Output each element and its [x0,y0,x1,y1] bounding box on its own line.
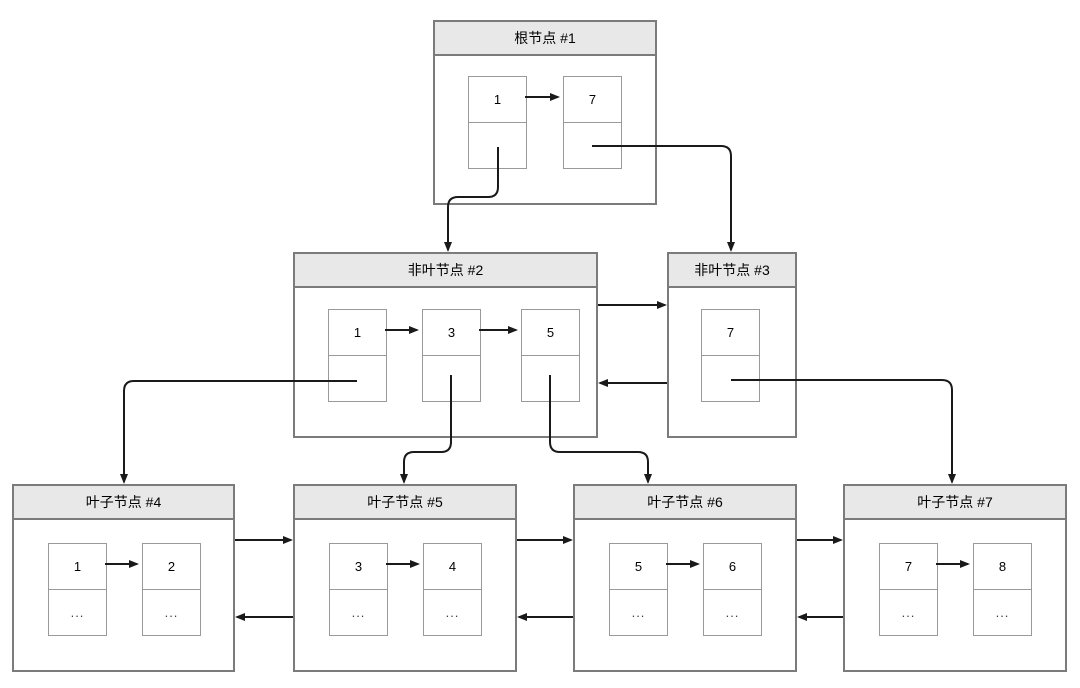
cell-pointer-slot [564,123,621,169]
cell-pointer-slot [702,356,759,402]
node-body: 1...2... [14,520,233,670]
cell-pointer-slot: ... [901,604,916,620]
cell-pointer-slot: ... [995,604,1010,620]
record-cell: 5... [609,543,668,636]
cell-key-value: 8 [974,544,1031,590]
record-cell: 8... [973,543,1032,636]
node-title: 叶子节点 #7 [845,486,1065,520]
cell-key-value: 4 [424,544,481,590]
cell-pointer-slot [522,356,579,402]
record-cell: 7 [701,309,760,402]
cell-key-value: 5 [610,544,667,590]
cell-key-value: 5 [522,310,579,356]
cell-key-value: 1 [469,77,526,123]
record-cell: 1 [468,76,527,169]
node-body: 5...6... [575,520,795,670]
cell-pointer-slot [329,356,386,402]
cell-key-value: 3 [423,310,480,356]
cell-key-value: 1 [49,544,106,590]
cell-pointer-slot: ... [164,604,179,620]
cell-pointer-slot: ... [631,604,646,620]
node-title: 叶子节点 #4 [14,486,233,520]
node-title: 非叶节点 #3 [669,254,795,288]
record-cell: 2... [142,543,201,636]
record-cell: 1... [48,543,107,636]
node-title: 非叶节点 #2 [295,254,596,288]
record-cell: 5 [521,309,580,402]
record-cell: 3 [422,309,481,402]
node-body: 7...8... [845,520,1065,670]
record-cell: 7 [563,76,622,169]
record-cell: 1 [328,309,387,402]
node-body: 7 [669,288,795,436]
node-body: 3...4... [295,520,515,670]
cell-pointer-slot [469,123,526,169]
cell-pointer-slot: ... [445,604,460,620]
node-3-internal: 非叶节点 #3 7 [667,252,797,438]
record-cell: 4... [423,543,482,636]
cell-key-value: 7 [880,544,937,590]
node-title: 根节点 #1 [435,22,655,56]
cell-key-value: 2 [143,544,200,590]
record-cell: 7... [879,543,938,636]
cell-key-value: 3 [330,544,387,590]
node-title: 叶子节点 #5 [295,486,515,520]
cell-pointer-slot: ... [725,604,740,620]
cell-key-value: 1 [329,310,386,356]
cell-pointer-slot [423,356,480,402]
cell-pointer-slot: ... [70,604,85,620]
node-title: 叶子节点 #6 [575,486,795,520]
cell-key-value: 7 [702,310,759,356]
cell-key-value: 6 [704,544,761,590]
record-cell: 3... [329,543,388,636]
cell-key-value: 7 [564,77,621,123]
record-cell: 6... [703,543,762,636]
cell-pointer-slot: ... [351,604,366,620]
